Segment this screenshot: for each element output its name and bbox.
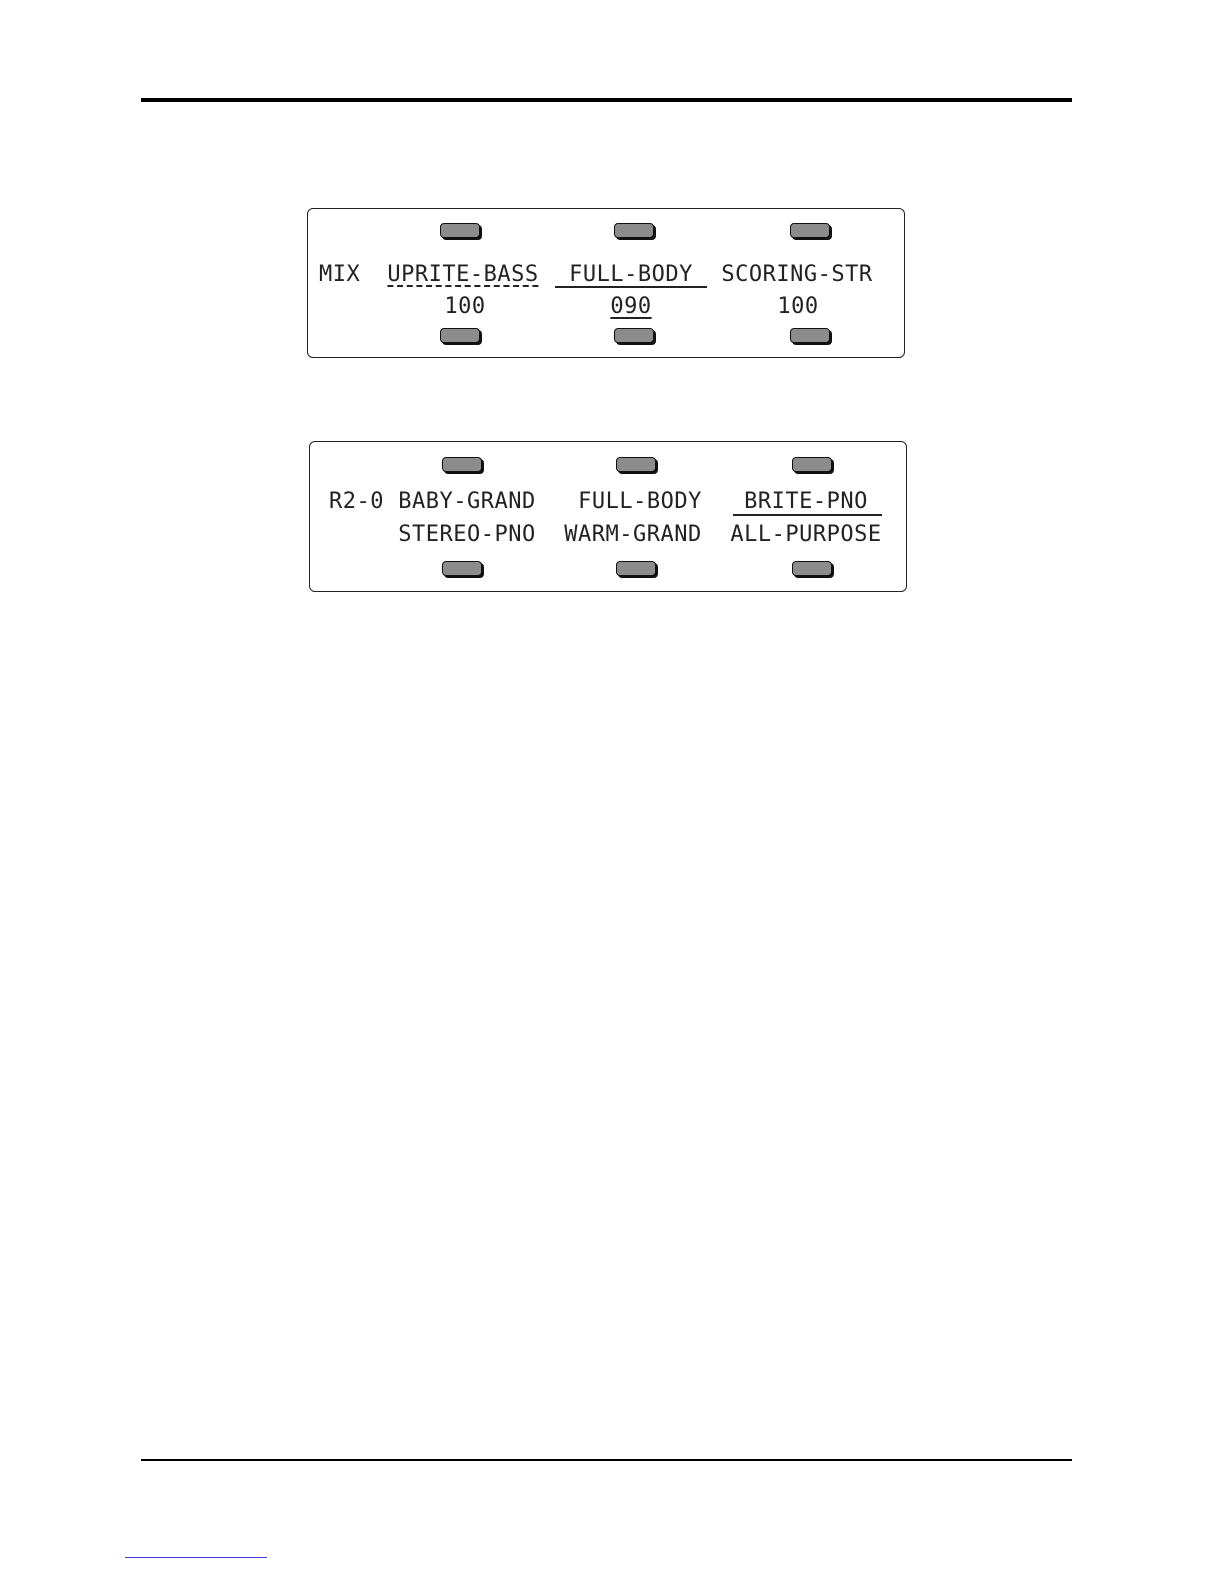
softkey-bottom-2[interactable] [614, 328, 654, 343]
mix-column-2-selection-bar [555, 286, 707, 288]
preset-col3-selection-bar [733, 514, 882, 516]
lcd-display-mix: MIX UPRITE-BASS FULL-BODY SCORING-STR 10… [307, 208, 905, 358]
header-rule [141, 98, 1072, 102]
preset-row1-col1: BABY-GRAND [398, 490, 535, 514]
mix-column-2-value: 090 [610, 295, 651, 319]
mix-column-1-name: UPRITE-BASS [387, 263, 538, 287]
softkey-top-1[interactable] [442, 457, 482, 472]
softkey-top-1[interactable] [440, 223, 480, 238]
mix-column-1-value: 100 [444, 295, 485, 319]
mix-column-3-name: SCORING-STR [721, 263, 872, 287]
mix-column-2-name: FULL-BODY [569, 263, 693, 287]
softkey-bottom-3[interactable] [790, 328, 830, 343]
preset-row2-col1: STEREO-PNO [398, 523, 535, 547]
preset-label: R2-0 [329, 490, 384, 514]
mix-label: MIX [319, 263, 360, 287]
preset-row2-col2: WARM-GRAND [564, 523, 701, 547]
softkey-bottom-3[interactable] [792, 561, 832, 576]
softkey-top-3[interactable] [792, 457, 832, 472]
softkey-bottom-1[interactable] [440, 328, 480, 343]
softkey-top-2[interactable] [616, 457, 656, 472]
preset-row2-col3: ALL-PURPOSE [730, 523, 881, 547]
softkey-bottom-2[interactable] [616, 561, 656, 576]
lcd-display-preset: R2-0 BABY-GRAND FULL-BODY BRITE-PNO STER… [309, 441, 907, 592]
footer-rule [141, 1459, 1072, 1461]
preset-row1-col2: FULL-BODY [578, 490, 702, 514]
softkey-top-2[interactable] [614, 223, 654, 238]
softkey-top-3[interactable] [790, 223, 830, 238]
mix-column-3-value: 100 [777, 295, 818, 319]
preset-row1-col3: BRITE-PNO [744, 490, 868, 514]
softkey-bottom-1[interactable] [442, 561, 482, 576]
footer-link-underline[interactable] [125, 1557, 267, 1558]
